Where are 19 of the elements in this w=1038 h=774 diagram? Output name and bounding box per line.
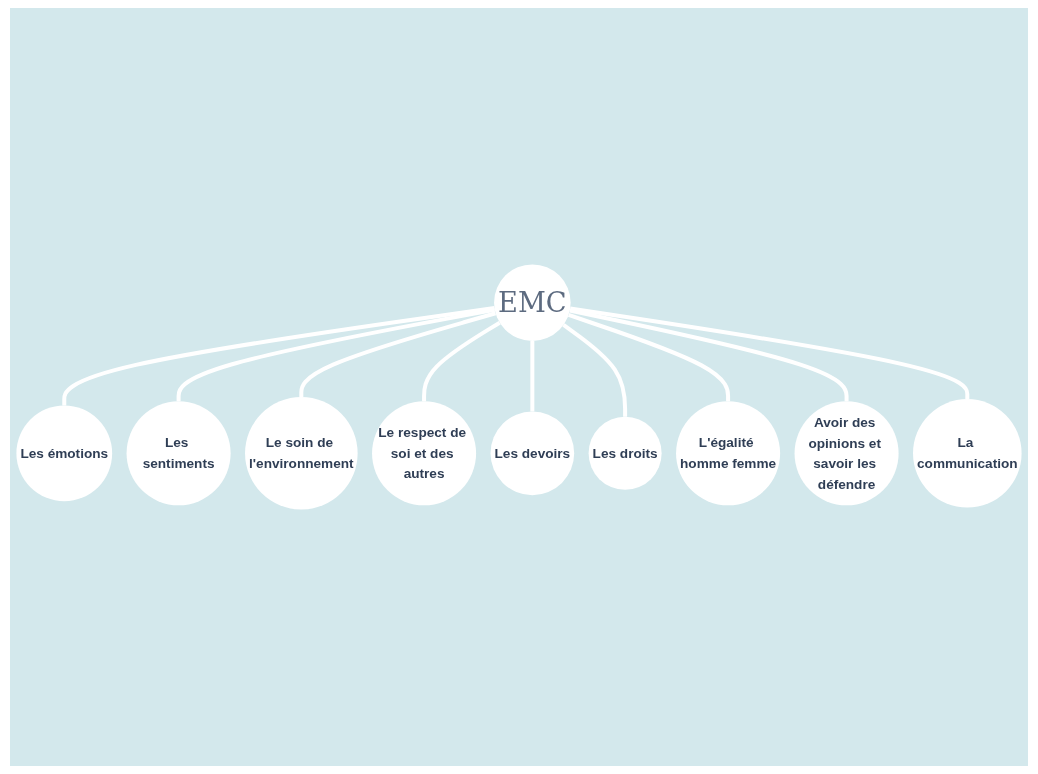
- node-circle: L'égalité homme femme: [676, 401, 781, 506]
- node-circle: EMC: [494, 264, 571, 341]
- node-circle: Les sentiments: [126, 401, 231, 506]
- node-circle: Les émotions: [16, 405, 113, 502]
- node-circle: Le respect de soi et des autres: [372, 401, 477, 506]
- node-circle: Le soin de l'environnement: [245, 397, 358, 510]
- node-circle: Les devoirs: [490, 411, 575, 496]
- connector: [422, 321, 501, 402]
- connector: [567, 313, 731, 402]
- connector: [62, 306, 495, 406]
- connector: [569, 306, 970, 399]
- connector: [562, 323, 628, 417]
- node-circle: La communication: [913, 399, 1022, 508]
- connector: [299, 311, 497, 397]
- node-circle: Avoir des opinions et savoir les défendre: [794, 401, 899, 506]
- connector: [569, 308, 849, 402]
- connector: [176, 307, 496, 402]
- node-circle: Les droits: [588, 416, 662, 490]
- connector: [530, 341, 535, 412]
